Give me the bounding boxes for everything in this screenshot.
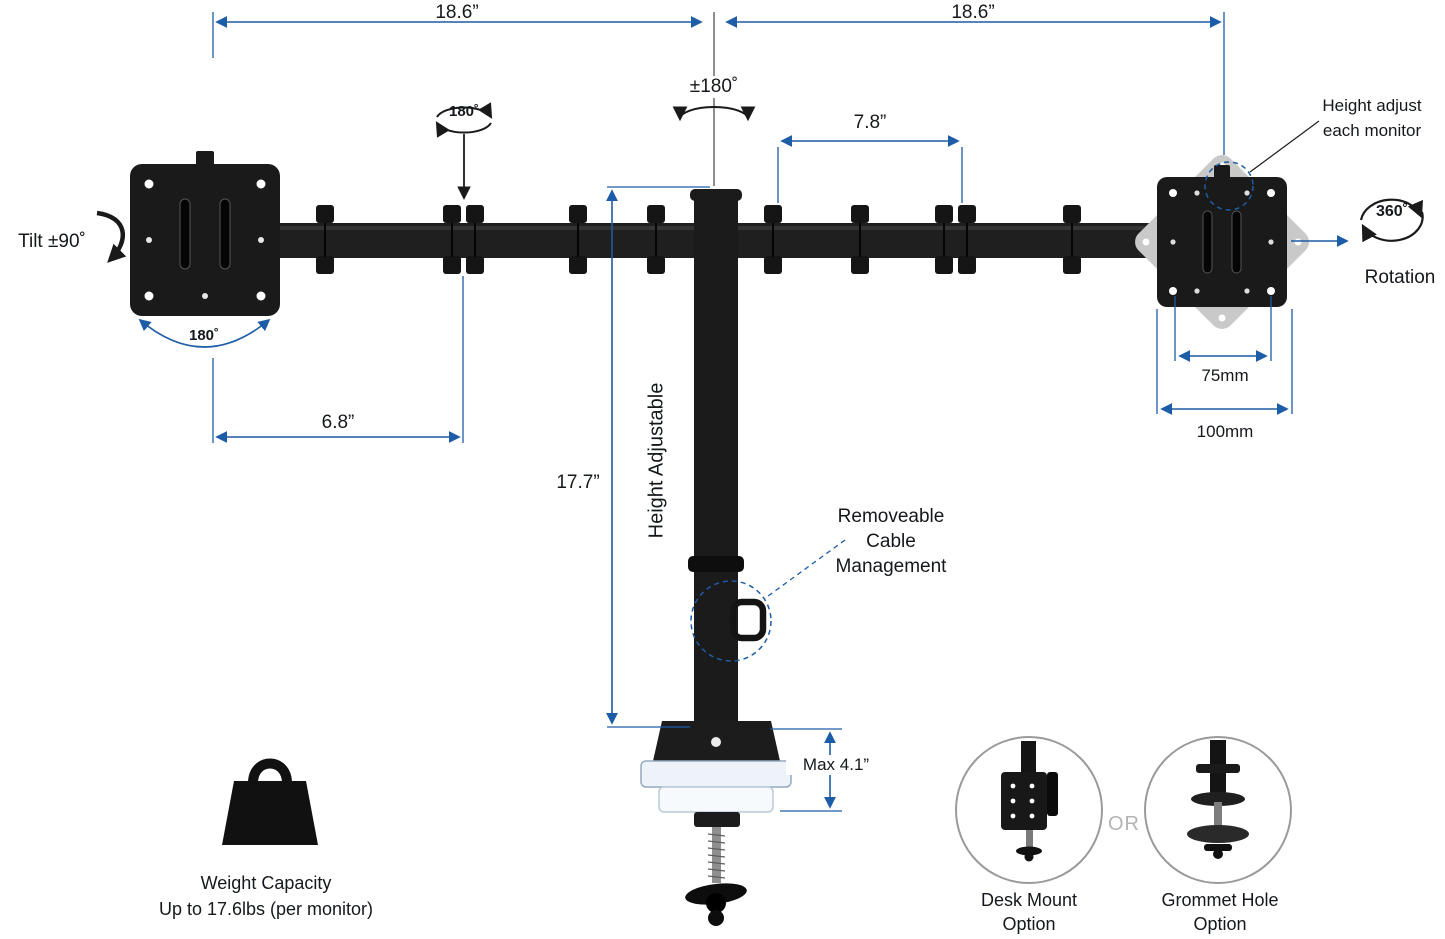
height-adjust-note: Height adjust each monitor xyxy=(1299,93,1445,143)
joint-swivel-arc-bottom xyxy=(435,121,492,138)
tilt-label: Tilt ±90˚ xyxy=(18,231,86,252)
grommet-option-note-line2: Option xyxy=(1193,914,1247,934)
dim-pole-height xyxy=(606,186,710,728)
center-pole xyxy=(688,189,767,745)
height-adjust-highlight-circle xyxy=(1204,161,1254,211)
plate-swivel-label: 180˚ xyxy=(188,327,220,344)
grommet-option-note: Grommet Hole Option xyxy=(1143,888,1297,936)
rotation-360-arc-bottom xyxy=(1361,211,1424,243)
cable-clip xyxy=(729,598,767,642)
rotation-indicators xyxy=(96,12,1424,263)
desk-mount-option-note: Desk Mount Option xyxy=(953,888,1105,936)
weight-icon xyxy=(222,758,318,845)
center-swivel-arc xyxy=(672,106,756,122)
dim-label-segment-length: 7.8” xyxy=(853,112,887,133)
height-adjust-note-line1: Height adjust xyxy=(1322,96,1422,115)
height-adjust-note-line2: each monitor xyxy=(1322,121,1422,140)
dim-segment-length xyxy=(777,135,963,203)
dim-left-arm-span xyxy=(212,12,703,58)
or-label: OR xyxy=(1108,813,1140,835)
rotation-360-arc-top xyxy=(1359,198,1423,221)
dim-vesa-100 xyxy=(1156,309,1293,415)
weight-capacity-note: Weight Capacity Up to 17.6lbs (per monit… xyxy=(114,870,418,922)
dim-left-reach xyxy=(212,276,464,443)
tilt-arrow xyxy=(96,210,127,263)
joint-swivel-label: 180˚ xyxy=(448,103,480,120)
dim-label-pole-height: 17.7” xyxy=(556,472,600,493)
joint-swivel-arc-top xyxy=(436,102,493,119)
dim-label-left-arm-span: 18.6” xyxy=(435,2,479,23)
dim-label-clamp-max: Max 4.1” xyxy=(786,755,886,775)
clamp-screw-threads xyxy=(707,833,726,879)
grommet-option-note-line1: Grommet Hole xyxy=(1161,890,1279,910)
center-swivel-label: ±180˚ xyxy=(664,76,764,98)
arm-bar xyxy=(238,204,1242,275)
cable-management-note-line3: Management xyxy=(835,556,947,577)
dim-label-left-reach: 6.8” xyxy=(321,412,355,433)
height-adjust-leader-line xyxy=(1249,120,1320,173)
dim-vesa-75 xyxy=(1174,296,1272,362)
dim-right-arm-span xyxy=(725,12,1225,155)
weight-capacity-note-line1: Weight Capacity xyxy=(200,873,332,893)
desk-clamp xyxy=(640,721,792,926)
dim-label-right-arm-span: 18.6” xyxy=(951,2,995,23)
desk-mount-option-note-line2: Option xyxy=(1002,914,1056,934)
plate-swivel-arc xyxy=(138,318,271,348)
cable-management-highlight-circle xyxy=(690,580,772,662)
cable-management-leader-line xyxy=(763,539,846,600)
cable-management-note: Removeable Cable Management xyxy=(811,504,971,579)
cable-management-note-line2: Cable xyxy=(866,531,916,552)
dim-label-vesa-100: 100mm xyxy=(1196,422,1254,441)
left-vesa-plate xyxy=(130,151,280,316)
desk-mount-option-icon xyxy=(955,736,1103,884)
dim-label-vesa-75: 75mm xyxy=(1201,366,1249,385)
right-vesa-plate xyxy=(1135,155,1309,329)
rotation-word-label: Rotation xyxy=(1364,267,1436,288)
cable-management-note-line1: Removeable xyxy=(837,506,945,527)
grommet-option-icon xyxy=(1144,736,1292,884)
weight-capacity-note-line2: Up to 17.6lbs (per monitor) xyxy=(158,899,374,919)
height-adjustable-label: Height Adjustable xyxy=(645,382,668,539)
desk-mount-option-note-line1: Desk Mount xyxy=(980,890,1078,910)
rotation-degrees-label: 360˚ xyxy=(1375,203,1409,220)
dimension-graphics xyxy=(138,12,1349,812)
